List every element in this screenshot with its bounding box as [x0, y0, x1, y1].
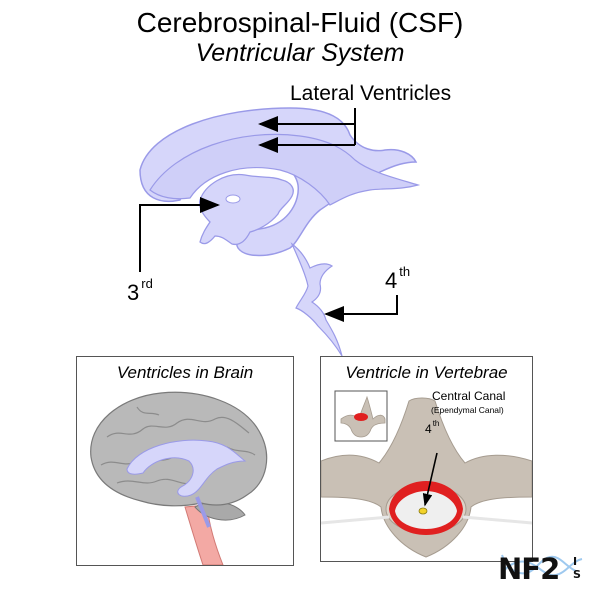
brain-illustration [90, 391, 268, 565]
third-ventricle-suffix: rd [141, 276, 153, 291]
vertebra-fourth-label: 4th [425, 419, 440, 438]
third-ventricle-number: 3 [127, 280, 140, 305]
vertebra-illustration [321, 390, 532, 558]
vertebrae-panel-title: Ventricle in Vertebrae [345, 363, 508, 382]
nf2is-logo-mark [501, 554, 583, 577]
vertebrae-panel: Ventricle in Vertebrae [320, 356, 533, 562]
vertebra-fourth-number: 4 [425, 422, 432, 436]
page-title: Cerebrospinal-Fluid (CSF) [136, 7, 464, 38]
logo-text: NF2 [498, 552, 560, 586]
logo-side-letters: I S [573, 555, 581, 581]
fourth-arrow [324, 295, 398, 322]
central-canal-label: Central Canal [432, 389, 506, 403]
brain-panel-title: Ventricles in Brain [116, 363, 254, 382]
page-subtitle: Ventricular System [195, 39, 405, 67]
lateral-ventricles-label: Lateral Ventricles [290, 82, 452, 105]
vertebra-fourth-suffix: th [432, 419, 440, 428]
fourth-ventricle-suffix: th [399, 264, 411, 279]
fourth-ventricle-shape [290, 242, 343, 357]
brain-panel: Ventricles in Brain [76, 356, 294, 566]
logo-side-letter-s: S [573, 568, 581, 581]
third-ventricle-shape [198, 173, 294, 246]
fourth-ventricle-number: 4 [385, 268, 398, 293]
logo-side-letter-i: I [573, 555, 578, 568]
ependymal-canal-label: (Ependymal Canal) [431, 405, 504, 415]
lateral-ventricle-inner [149, 133, 421, 206]
third-arrow [139, 197, 220, 272]
